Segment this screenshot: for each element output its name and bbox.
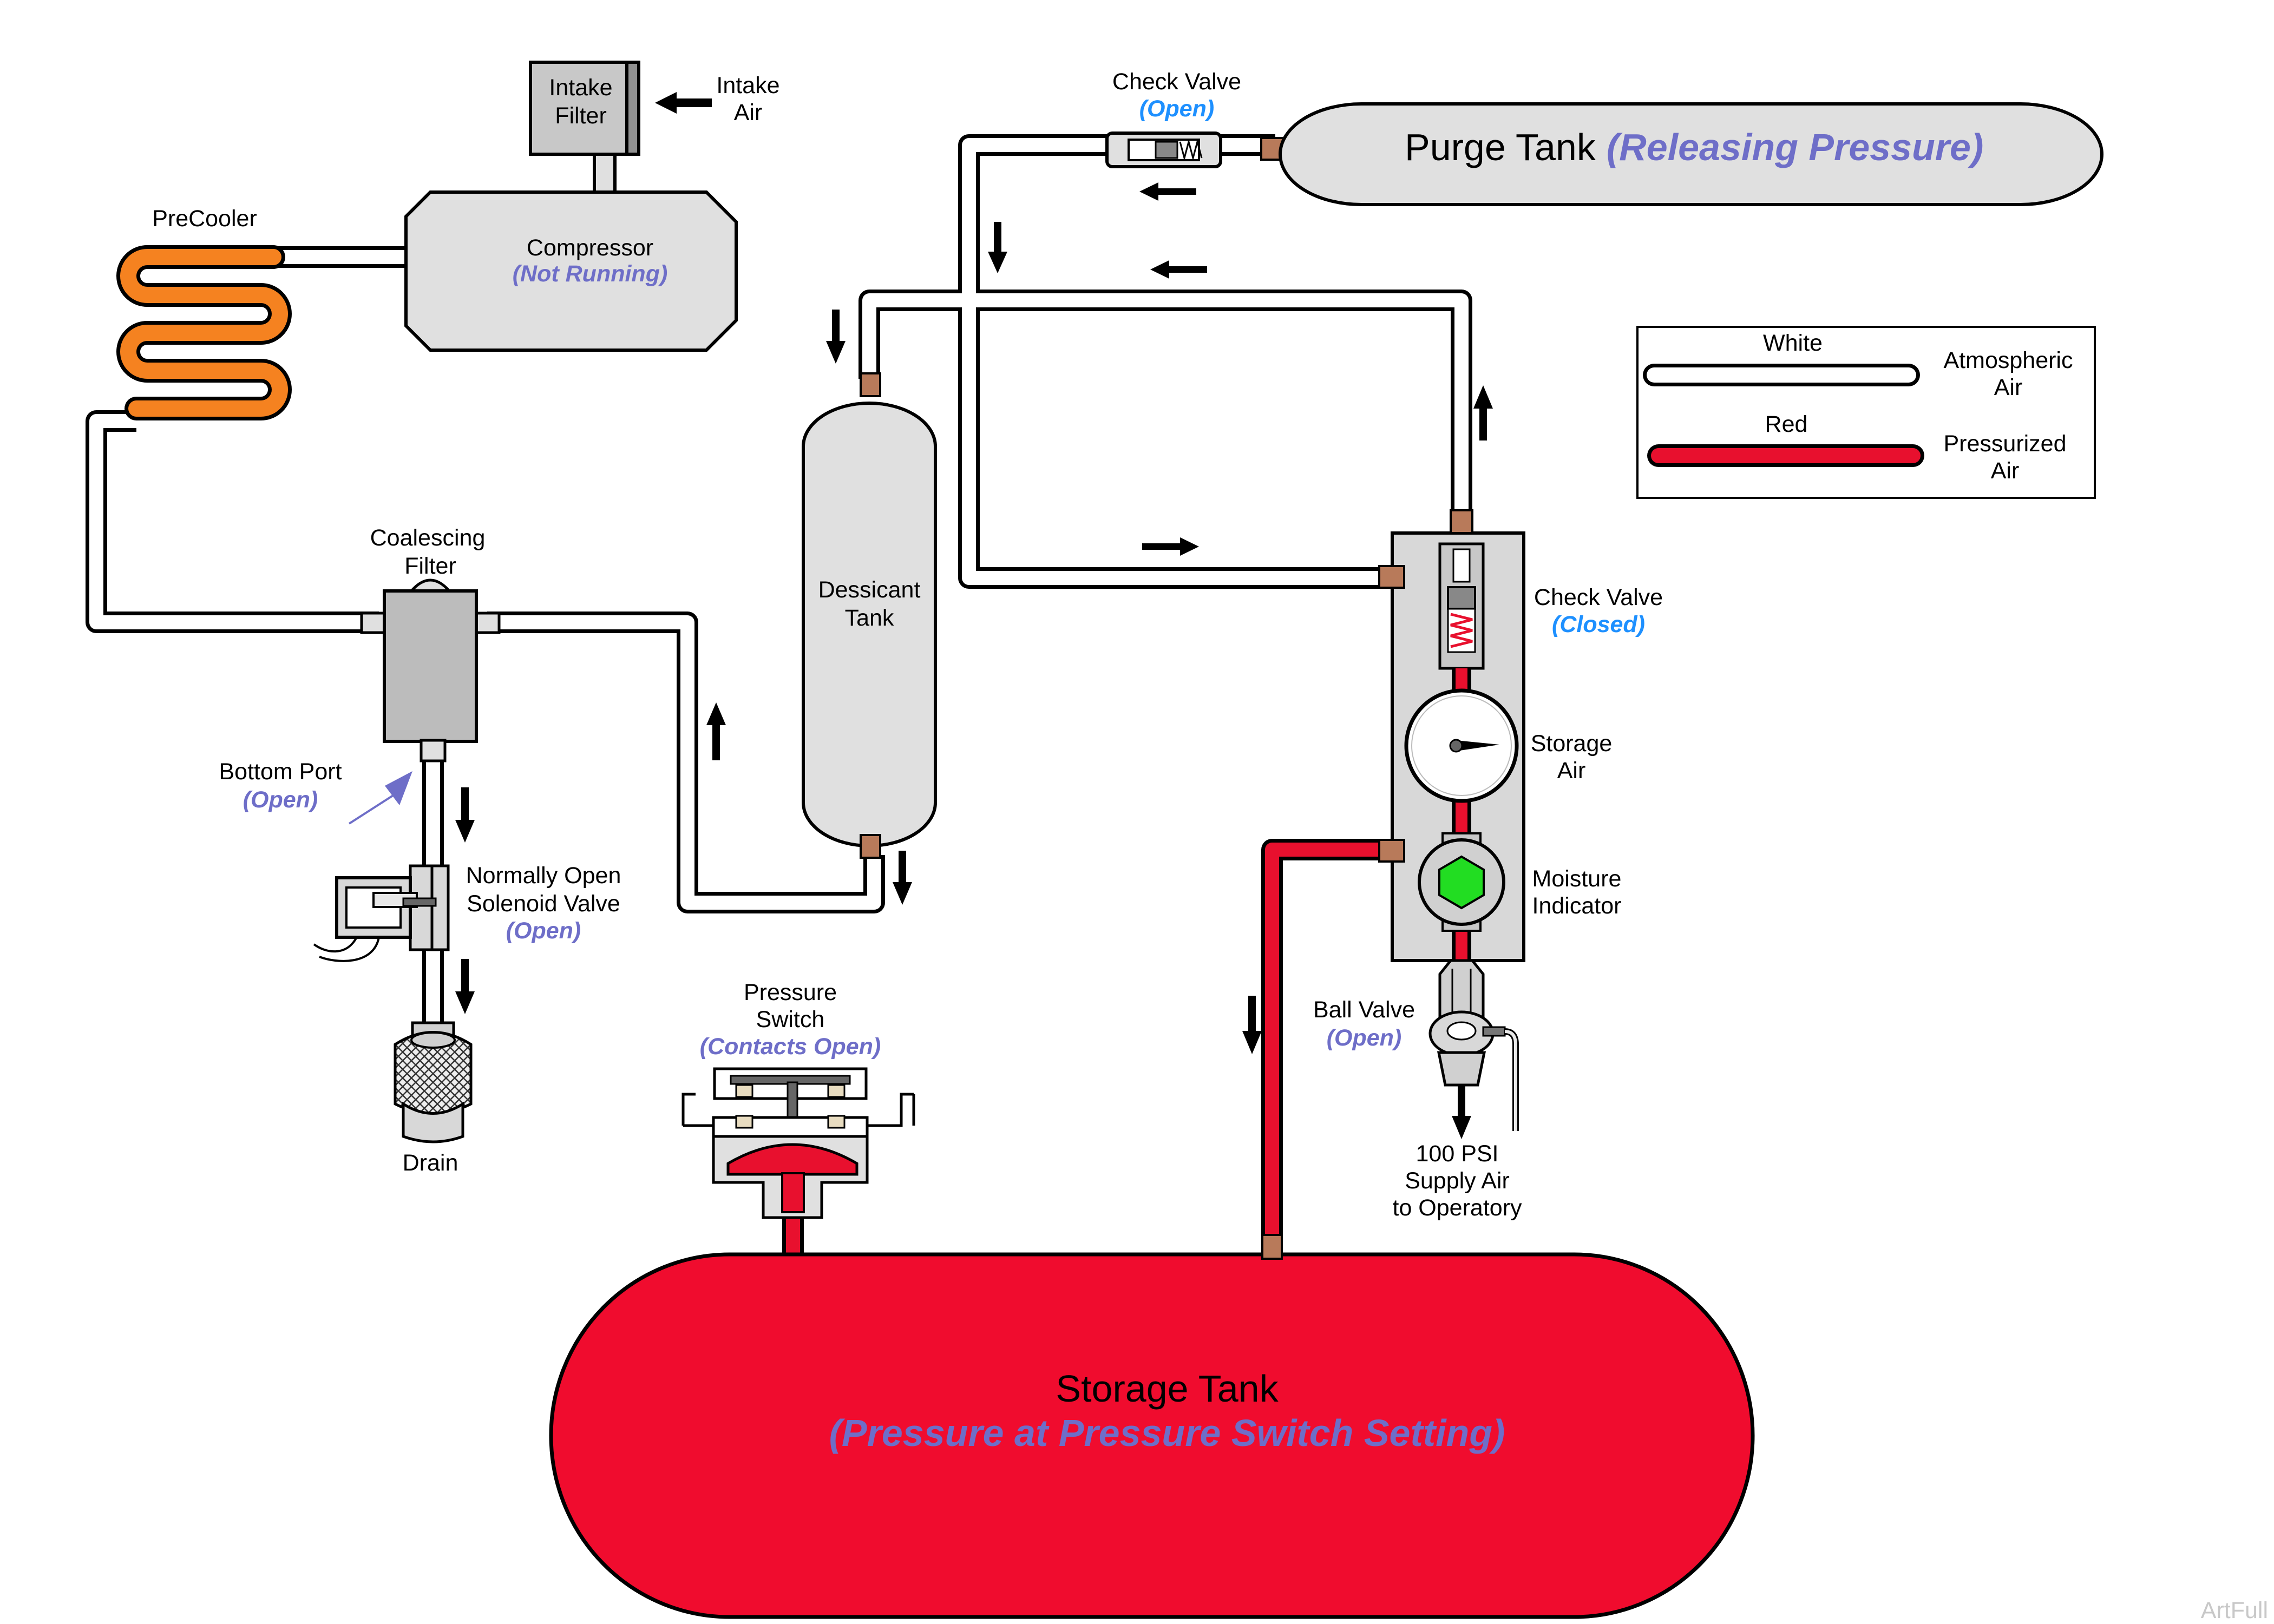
pressure-switch-label: Switch (756, 1007, 825, 1033)
flow-arrow-icon (1242, 996, 1262, 1054)
storage-tank (549, 1252, 1755, 1619)
storage-tank-label: Storage Tank (1056, 1367, 1279, 1410)
storage-air-label: Storage (1531, 731, 1613, 757)
pressurized-piping (782, 839, 1388, 1261)
compressor-status: (Not Running) (513, 261, 668, 287)
purge-tank-title: Purge Tank (Releasing Pressure) (1405, 126, 1983, 168)
coalescing-filter (360, 578, 501, 762)
top-check-valve-status: (Open) (1139, 96, 1215, 122)
atmospheric-piping (86, 134, 1472, 1034)
storage-tank-status: (Pressure at Pressure Switch Setting) (829, 1412, 1505, 1454)
corner-tag: ArtFull (2201, 1597, 2268, 1623)
moisture-indicator-label: Moisture (1532, 866, 1622, 892)
bottom-port-pointer (348, 794, 394, 825)
coalescing-filter-label: Coalescing (370, 525, 486, 551)
intake-filter-label: Intake (549, 75, 612, 101)
purge-tank-label: Purge Tank (1405, 126, 1596, 168)
flow-arrow-icon (455, 959, 475, 1014)
flow-arrow-icon (455, 787, 475, 843)
ball-valve-label: Ball Valve (1313, 997, 1415, 1023)
bottom-port-label: Bottom Port (219, 759, 342, 785)
solenoid-valve-status: (Open) (506, 918, 581, 944)
flow-arrow-icon (826, 310, 846, 364)
ball-valve-status: (Open) (1327, 1025, 1402, 1051)
flow-arrow-icon (1473, 385, 1493, 440)
pressure-switch (681, 1067, 915, 1219)
flow-arrow-icon (988, 222, 1007, 273)
side-check-valve-status: (Closed) (1552, 612, 1645, 637)
desiccant-tank (802, 372, 937, 859)
flow-arrow-icon (893, 851, 912, 905)
flow-arrow-icon (1150, 260, 1207, 279)
flow-arrow-icon (1452, 1085, 1471, 1139)
drain-label: Drain (403, 1150, 458, 1176)
moisture-indicator-label: Indicator (1532, 893, 1622, 919)
pressure-switch-status: (Contacts Open) (700, 1034, 881, 1060)
purge-tank-status: (Releasing Pressure) (1607, 126, 1983, 168)
flow-arrow-icon (1139, 182, 1196, 201)
intake-air-label: Air (734, 100, 763, 126)
moisture-indicator (1418, 832, 1505, 932)
legend-pressurized-label: Pressurized (1943, 431, 2066, 457)
legend-atmospheric-label: Air (1994, 374, 2023, 400)
supply-air-label: 100 PSI (1416, 1141, 1499, 1167)
purge-tank (1279, 102, 2103, 206)
intake-filter (529, 61, 640, 194)
supply-air-label: to Operatory (1393, 1195, 1522, 1221)
legend-red-label: Red (1765, 411, 1808, 437)
flow-arrow-icon (706, 702, 726, 760)
intake-air-label: Intake (716, 73, 779, 98)
bottom-port-arrow-icon (385, 771, 412, 805)
legend-white-label: White (1763, 330, 1823, 356)
drain-strainer (394, 1021, 473, 1143)
compressor-body (404, 190, 738, 352)
flow-arrow-icon (1142, 537, 1199, 556)
supply-air-label: Supply Air (1405, 1168, 1510, 1194)
solenoid-valve-label: Solenoid Valve (467, 891, 620, 917)
storage-tank-fitting (1261, 1234, 1283, 1260)
ball-valve (1428, 959, 1519, 1131)
desiccant-tank-label: Dessicant (818, 577, 921, 603)
storage-air-label: Air (1557, 758, 1586, 784)
storage-air-gauge (1404, 688, 1519, 803)
solenoid-valve (313, 864, 450, 962)
top-check-valve-label: Check Valve (1112, 69, 1241, 95)
bottom-port-status: (Open) (243, 787, 318, 813)
legend-atmospheric-label: Atmospheric (1944, 347, 2073, 373)
coalescing-filter-label: Filter (404, 553, 456, 579)
precooler-label: PreCooler (152, 206, 257, 232)
compressor-label: Compressor (527, 235, 653, 261)
top-check-valve (1105, 132, 1222, 168)
side-check-valve-label: Check Valve (1534, 584, 1663, 610)
legend (1636, 326, 2096, 499)
flow-arrows (348, 92, 1493, 1139)
legend-pressurized-label: Air (1991, 458, 2020, 484)
pressure-switch-label: Pressure (744, 979, 837, 1005)
desiccant-tank-label: Tank (845, 605, 894, 631)
precooler-coil (116, 245, 292, 420)
solenoid-valve-label: Normally Open (466, 863, 621, 889)
intake-arrow-icon (655, 92, 712, 114)
intake-filter-label: Filter (555, 103, 607, 129)
